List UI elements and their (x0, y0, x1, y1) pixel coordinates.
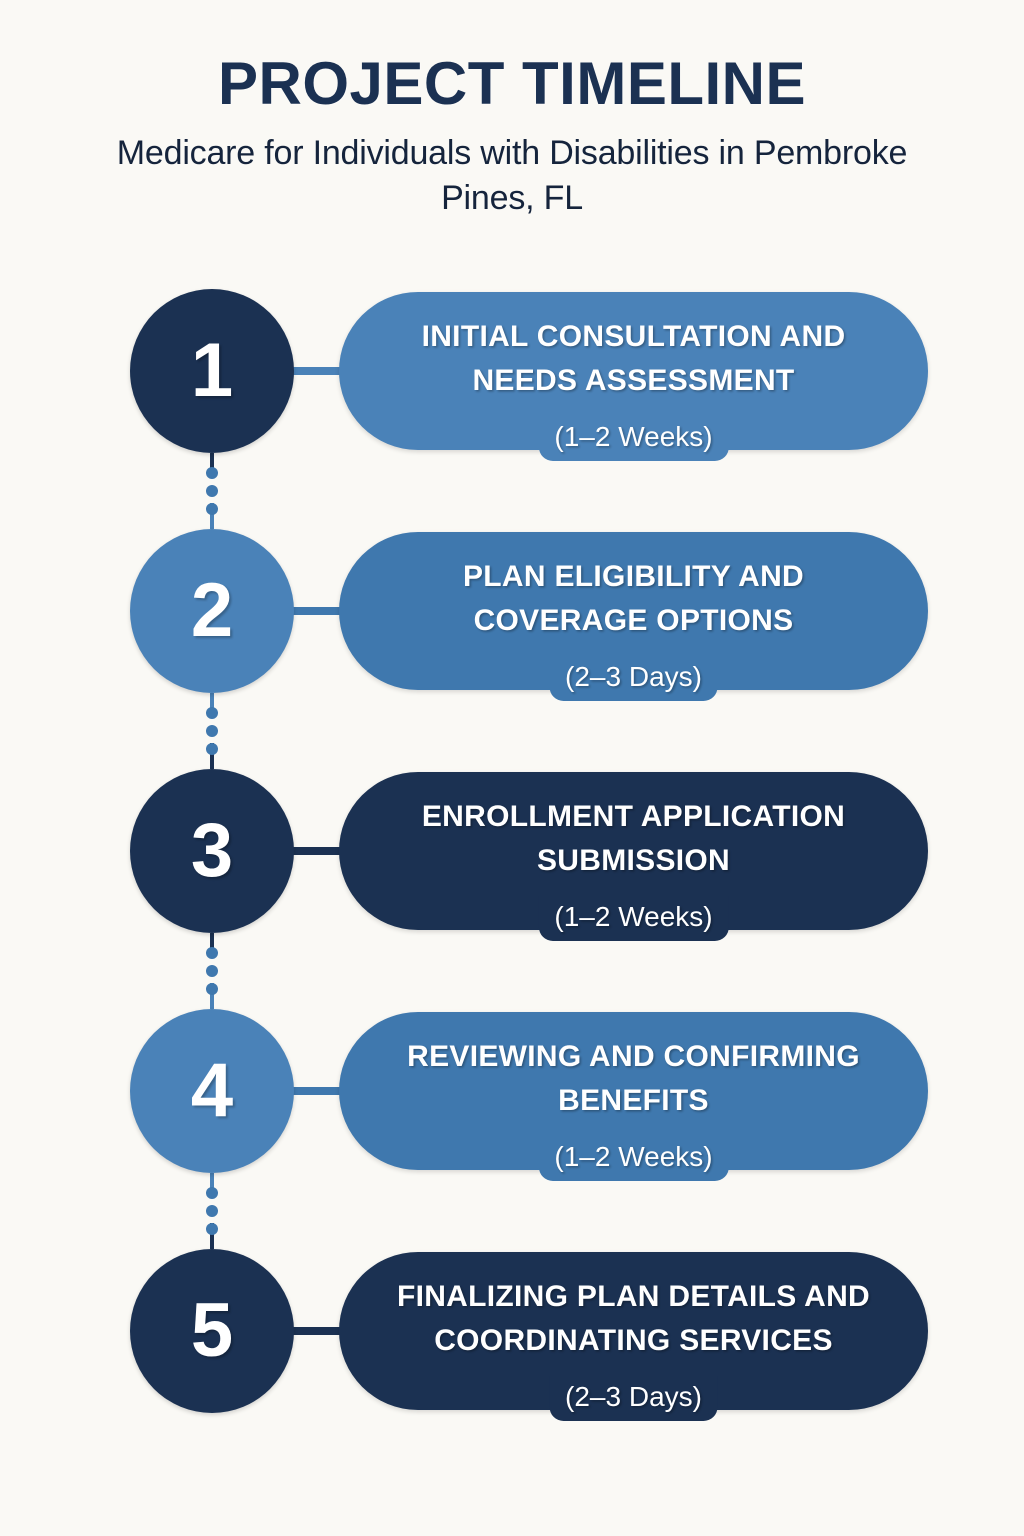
step-connector-stub (289, 367, 345, 375)
connector-dot (206, 947, 218, 959)
step-pill[interactable]: REVIEWING AND CONFIRMING BENEFITS (1–2 We… (339, 1012, 928, 1181)
step-number-label: 3 (190, 808, 234, 893)
step-title-label: PLAN ELIGIBILITY AND COVERAGE OPTIONS (462, 560, 804, 637)
timeline-step[interactable]: 1 INITIAL CONSULTATION AND NEEDS ASSESSME… (0, 289, 1024, 461)
step-title-label: FINALIZING PLAN DETAILS AND COORDINATING… (396, 1280, 871, 1357)
page-title: PROJECT TIMELINE (217, 50, 807, 117)
connector-segment (210, 503, 214, 529)
step-pill[interactable]: PLAN ELIGIBILITY AND COVERAGE OPTIONS (2–… (339, 532, 928, 701)
step-number-circle[interactable]: 3 (130, 769, 294, 933)
connector-segment (210, 1173, 214, 1191)
timeline-step[interactable]: 4 REVIEWING AND CONFIRMING BENEFITS (1–2 W… (0, 1009, 1024, 1181)
connector-dot (206, 1223, 218, 1235)
connector-segment (210, 743, 214, 769)
step-title-label: INITIAL CONSULTATION AND NEEDS ASSESSMEN… (421, 320, 846, 397)
timeline-steps-list: 1 INITIAL CONSULTATION AND NEEDS ASSESSME… (0, 289, 1024, 1439)
timeline-step[interactable]: 2 PLAN ELIGIBILITY AND COVERAGE OPTIONS (2… (0, 529, 1024, 701)
step-number-circle[interactable]: 5 (130, 1249, 294, 1413)
step-number-label: 2 (190, 568, 234, 653)
step-duration-badge: (1–2 Weeks) (538, 1136, 729, 1181)
timeline-connector-dots (205, 693, 219, 769)
step-number-circle[interactable]: 2 (130, 529, 294, 693)
step-connector-stub (289, 1087, 345, 1095)
step-duration-badge: (1–2 Weeks) (538, 896, 729, 941)
step-number-label: 5 (190, 1288, 234, 1373)
connector-dot (206, 503, 218, 515)
timeline-step[interactable]: 3 ENROLLMENT APPLICATION SUBMISSION (1–2 W… (0, 769, 1024, 941)
step-number-label: 4 (190, 1048, 234, 1133)
connector-segment (210, 983, 214, 1009)
timeline-step[interactable]: 5 FINALIZING PLAN DETAILS AND COORDINATIN… (0, 1249, 1024, 1421)
step-pill[interactable]: INITIAL CONSULTATION AND NEEDS ASSESSMEN… (339, 292, 928, 461)
connector-dot (206, 983, 218, 995)
connector-dot (206, 965, 218, 977)
step-connector-stub (289, 607, 345, 615)
step-title-label: REVIEWING AND CONFIRMING BENEFITS (407, 1040, 860, 1117)
step-title-label: ENROLLMENT APPLICATION SUBMISSION (421, 800, 846, 877)
step-number-circle[interactable]: 1 (130, 289, 294, 453)
connector-dot (206, 725, 218, 737)
connector-segment (210, 453, 214, 471)
step-number-label: 1 (190, 328, 234, 413)
connector-dot (206, 1187, 218, 1199)
connector-segment (210, 1223, 214, 1249)
step-pill[interactable]: ENROLLMENT APPLICATION SUBMISSION (1–2 We… (339, 772, 928, 941)
step-number-circle[interactable]: 4 (130, 1009, 294, 1173)
step-pill[interactable]: FINALIZING PLAN DETAILS AND COORDINATING… (339, 1252, 928, 1421)
connector-dot (206, 467, 218, 479)
step-duration-badge: (2–3 Days) (549, 1376, 718, 1421)
connector-segment (210, 933, 214, 951)
step-connector-stub (289, 847, 345, 855)
step-duration-badge: (1–2 Weeks) (538, 416, 729, 461)
step-connector-stub (289, 1327, 345, 1335)
connector-dot (206, 1205, 218, 1217)
infographic-header: PROJECT TIMELINE Medicare for Individual… (0, 0, 1024, 221)
step-duration-badge: (2–3 Days) (549, 656, 718, 701)
timeline-connector-dots (205, 933, 219, 1009)
timeline-connector-dots (205, 1173, 219, 1249)
timeline-connector-dots (205, 453, 219, 529)
connector-dot (206, 707, 218, 719)
connector-segment (210, 693, 214, 711)
connector-dot (206, 485, 218, 497)
connector-dot (206, 743, 218, 755)
page-subtitle: Medicare for Individuals with Disabiliti… (116, 134, 908, 217)
